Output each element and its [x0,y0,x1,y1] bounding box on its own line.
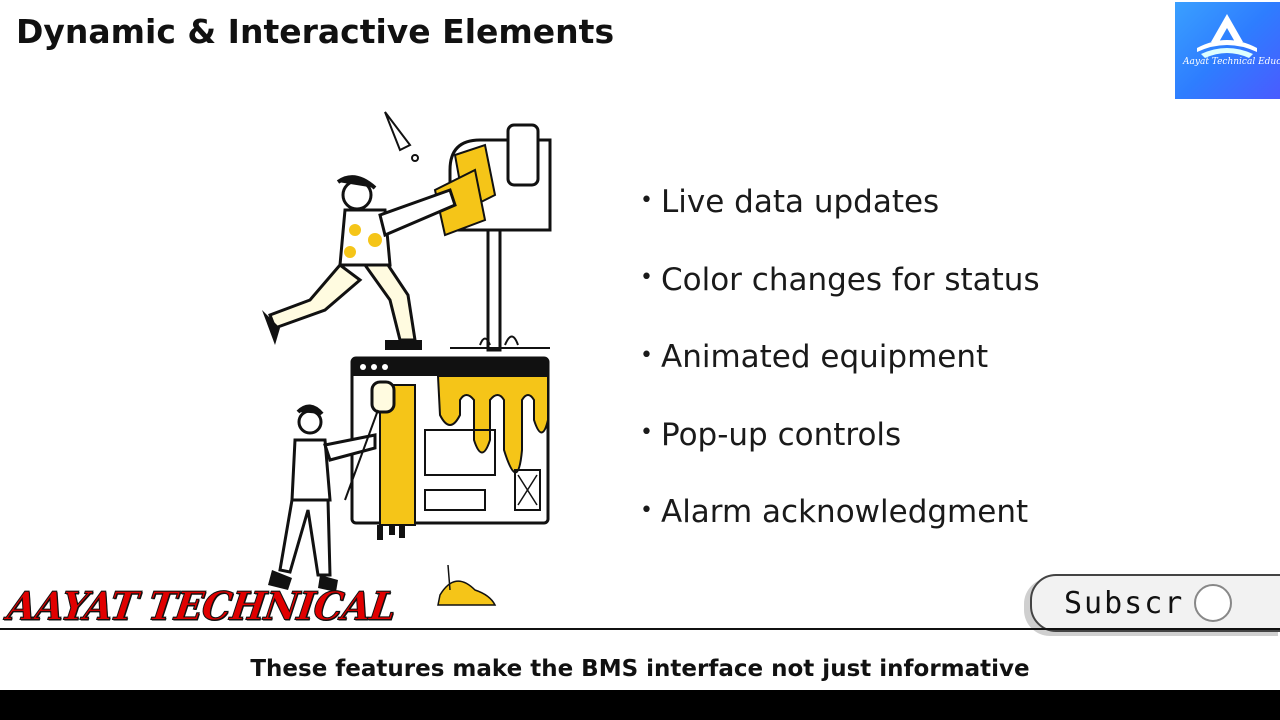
channel-logo: Aayat Technical Educat [1175,2,1280,99]
subtitle-caption: These features make the BMS interface no… [250,656,1030,682]
list-item-text: Color changes for status [660,261,1040,298]
feature-list: • Live data updates • Color changes for st… [640,180,1040,568]
list-item: • Live data updates [640,180,1040,258]
bullet-marker: • [640,497,653,523]
list-item-text: Pop-up controls [660,416,902,453]
book-logo-icon [1197,14,1257,58]
bullet-marker: • [640,342,653,368]
list-item-text: Alarm acknowledgment [660,494,1029,530]
list-item: • Animated equipment [640,335,1040,413]
people-painting-screen-illustration [262,111,552,606]
cursor-circle-icon [1194,584,1232,622]
list-item: • Alarm acknowledgment [640,490,1040,568]
logo-text: Aayat Technical Educat [1183,57,1280,67]
list-item-text: Live data updates [660,184,940,220]
caption-divider [0,628,1280,630]
slide-title: Dynamic & Interactive Elements [16,12,615,51]
bullet-marker: • [640,187,653,213]
bullet-marker: • [640,265,653,290]
list-item: • Pop-up controls [640,413,1040,491]
brand-watermark: AAYAT TECHNICAL [4,582,399,630]
list-item-text: Animated equipment [660,339,989,375]
bullet-marker: • [640,420,653,445]
list-item: • Color changes for status [640,258,1040,336]
bottom-bar [0,690,1280,720]
subscribe-button[interactable]: Subscr e [1030,574,1280,632]
